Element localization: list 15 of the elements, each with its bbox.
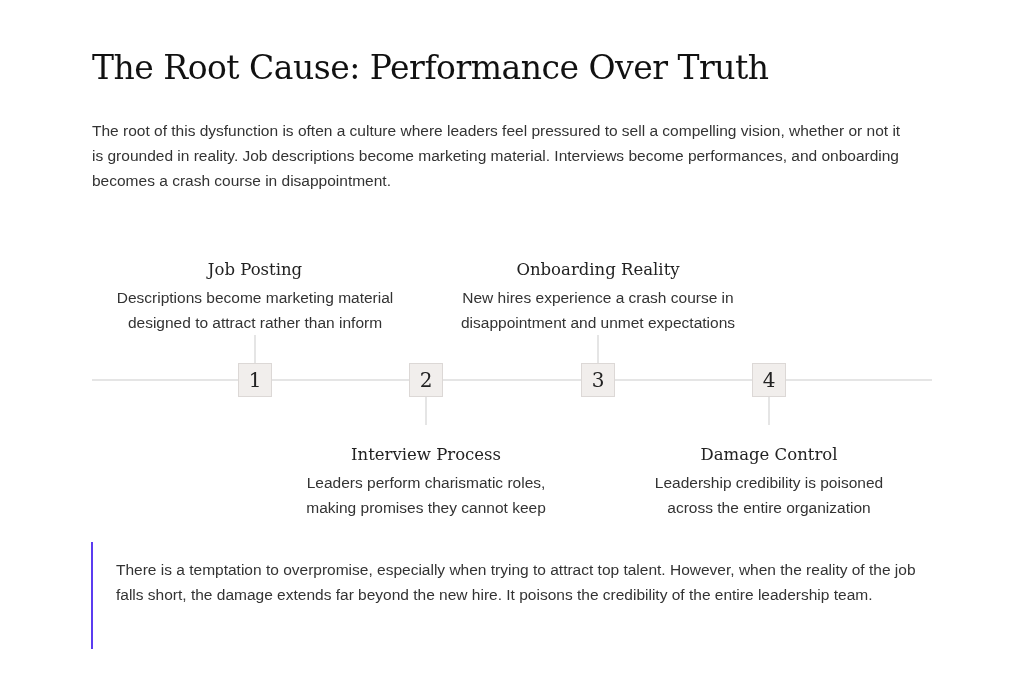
step-description: Descriptions become marketing material designed to attract rather than inform xyxy=(115,288,395,333)
step-heading: Job Posting xyxy=(207,260,303,279)
step-description: Leaders perform charismatic roles, making promises they cannot keep xyxy=(305,473,547,518)
step-number-box: 1 xyxy=(238,363,272,397)
step-number-box: 3 xyxy=(581,363,615,397)
step-description: New hires experience a crash course in disappointment and unmet expectations xyxy=(460,288,736,333)
intro-paragraph: The root of this dysfunction is often a culture where leaders feel pressured to sell a compelling vision, whether or not it is grounded in reality. Job descriptions become marketing material. Interviews become performances, and onboarding becomes a crash course in disappointment. xyxy=(92,121,902,191)
step-heading: Interview Process xyxy=(351,445,501,464)
page-title: The Root Cause: Performance Over Truth xyxy=(92,48,769,87)
step-heading: Onboarding Reality xyxy=(516,260,680,279)
step-heading: Damage Control xyxy=(700,445,838,464)
step-description: Leadership credibility is poisoned across the entire organization xyxy=(653,473,885,518)
step-number-box: 4 xyxy=(752,363,786,397)
quote-text: There is a temptation to overpromise, especially when trying to attract top talent. However, when the reality of the job falls short, the damage extends far beyond the new hire. It poisons the credibility of the entire leadership team. xyxy=(116,560,917,605)
step-number-box: 2 xyxy=(409,363,443,397)
